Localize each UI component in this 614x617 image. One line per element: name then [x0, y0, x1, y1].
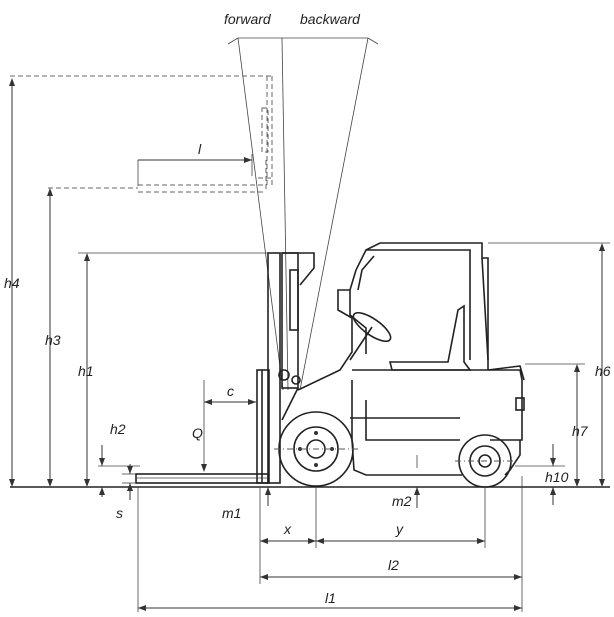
- rear-wheel: [455, 434, 516, 488]
- l2-dimension: [260, 476, 523, 612]
- tilt-angle-cone: [227, 37, 379, 391]
- m2-dimension: [414, 455, 420, 508]
- l2-label: l2: [388, 557, 399, 573]
- truck-body: [297, 242, 525, 476]
- front-wheel: [274, 411, 358, 487]
- h1-label: h1: [78, 363, 94, 379]
- h10-dimension: [515, 444, 565, 505]
- h1-dimension: [78, 252, 282, 487]
- mast: [267, 252, 315, 484]
- h2-dimension: [98, 445, 140, 497]
- m2-label: m2: [392, 493, 412, 509]
- s-label: s: [116, 505, 123, 521]
- load-center-dimension: [201, 380, 256, 472]
- h6-label: h6: [595, 363, 611, 379]
- l1-label: l1: [325, 590, 336, 606]
- h2-label: h2: [110, 421, 126, 437]
- h10-label: h10: [545, 469, 569, 485]
- h6-dimension: [488, 242, 610, 487]
- h3-dimension: [47, 188, 53, 487]
- s-dimension: [122, 464, 136, 500]
- load-q-label: Q: [192, 425, 203, 441]
- fork-length-label: l: [198, 141, 202, 157]
- h4-label: h4: [4, 275, 20, 291]
- h4-dimension: [9, 78, 15, 487]
- m1-dimension: [265, 487, 271, 506]
- l1-dimension: [137, 487, 522, 612]
- x-y-dimension: [259, 487, 486, 584]
- backward-label: backward: [300, 11, 361, 27]
- h7-dimension: [525, 363, 585, 487]
- forward-label: forward: [224, 11, 272, 27]
- raised-fork-middle: [48, 154, 274, 193]
- h3-label: h3: [45, 332, 61, 348]
- h7-label: h7: [572, 423, 589, 439]
- load-center-label: c: [227, 383, 234, 399]
- lowered-fork: [135, 369, 270, 484]
- raised-fork-top: [10, 75, 273, 185]
- x-label: x: [283, 521, 292, 537]
- m1-label: m1: [222, 505, 241, 521]
- y-label: y: [395, 521, 404, 537]
